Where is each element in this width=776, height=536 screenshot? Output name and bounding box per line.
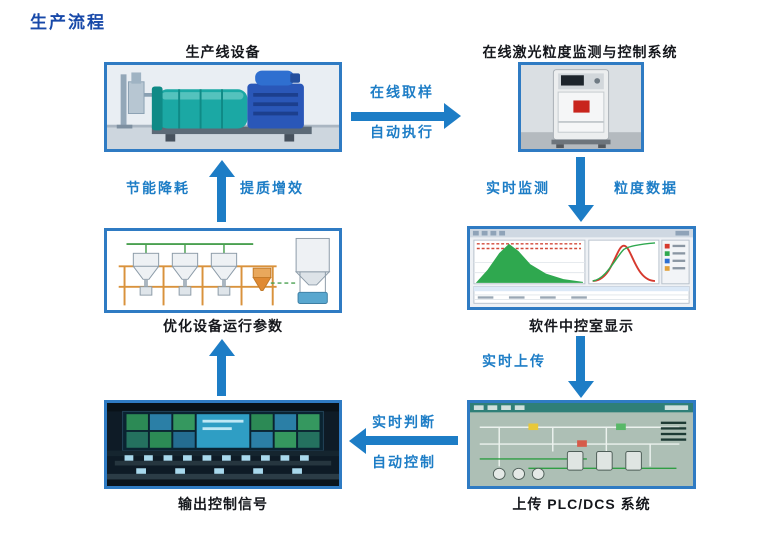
node-software-display	[467, 226, 696, 310]
arrow-label-auto-control: 自动控制	[372, 454, 436, 470]
node-output-signal	[104, 400, 342, 489]
arrow-shaft	[217, 355, 226, 396]
arrow-head	[349, 428, 366, 454]
arrow-label-realtime-upload: 实时上传	[482, 353, 546, 369]
laser-analyzer-cabinet-photo	[521, 65, 641, 149]
particle-size-software-screenshot	[470, 229, 693, 307]
arrow-head	[568, 205, 594, 222]
node-production-line	[104, 62, 342, 152]
label-plc-dcs: 上传 PLC/DCS 系统	[512, 496, 651, 512]
process-equipment-diagram	[107, 231, 339, 310]
arrow-head	[568, 381, 594, 398]
arrow-label-energy-saving: 节能降耗	[126, 180, 190, 196]
page-title: 生产流程	[30, 13, 106, 32]
bead-mill-equipment-photo	[107, 65, 339, 149]
label-laser-system: 在线激光粒度监测与控制系统	[482, 44, 678, 60]
node-plc-dcs	[467, 400, 696, 489]
arrow-label-realtime-monitor: 实时监测	[486, 180, 550, 196]
arrow-shaft	[576, 157, 585, 205]
arrow-head	[209, 339, 235, 356]
dcs-hmi-screenshot	[470, 403, 693, 486]
arrow-shaft	[351, 112, 444, 121]
node-laser-system	[518, 62, 644, 152]
control-room-photo	[107, 403, 339, 486]
arrow-label-particle-data: 粒度数据	[614, 180, 678, 196]
arrow-shaft	[217, 176, 226, 222]
arrow-shaft	[576, 336, 585, 381]
label-optimize-params: 优化设备运行参数	[163, 318, 283, 334]
label-production-line: 生产线设备	[185, 44, 261, 60]
arrow-label-sampling: 在线取样	[370, 84, 434, 100]
node-optimize-params	[104, 228, 342, 313]
label-output-signal: 输出控制信号	[178, 496, 268, 512]
arrow-label-quality-improve: 提质增效	[240, 180, 304, 196]
label-software-display: 软件中控室显示	[529, 318, 634, 334]
arrow-shaft	[366, 436, 458, 445]
arrow-label-auto-execute: 自动执行	[370, 124, 434, 140]
arrow-head	[444, 103, 461, 129]
arrow-label-realtime-judge: 实时判断	[372, 414, 436, 430]
arrow-head	[209, 160, 235, 177]
